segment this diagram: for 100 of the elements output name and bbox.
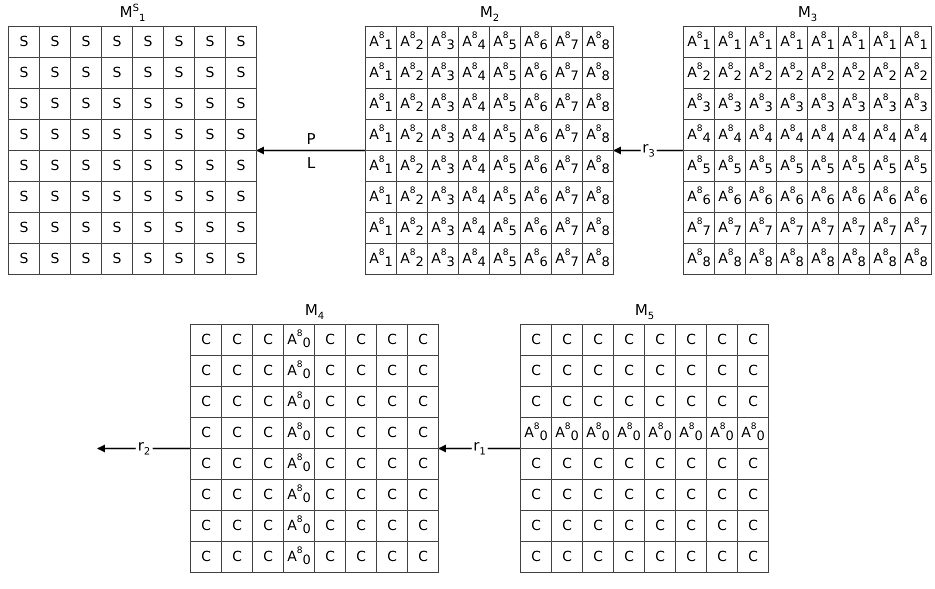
matrix-cell: S bbox=[40, 120, 70, 150]
matrix-cell: C bbox=[552, 510, 582, 542]
matrix-cell: C bbox=[376, 480, 408, 510]
matrix-title: M$_{2}$ bbox=[480, 2, 500, 22]
matrix-cell: C bbox=[376, 418, 408, 448]
matrix-cell: C bbox=[314, 418, 346, 448]
matrix-cell: C bbox=[582, 480, 614, 510]
matrix-cell: C bbox=[408, 386, 438, 418]
matrix-cell: C bbox=[552, 480, 582, 510]
matrix-cell: C bbox=[520, 386, 552, 418]
matrix-cell: S bbox=[8, 212, 40, 244]
matrix-cell: C bbox=[222, 418, 252, 448]
matrix-cell: S bbox=[102, 58, 132, 88]
matrix-cell: S bbox=[132, 182, 164, 212]
matrix-cell: C bbox=[644, 480, 676, 510]
matrix-cell: S bbox=[164, 120, 194, 150]
matrix-cell: C bbox=[614, 510, 644, 542]
matrix-cell: C bbox=[644, 448, 676, 480]
matrix-cell: C bbox=[738, 448, 768, 480]
matrix-title: M$_{4}$ bbox=[304, 300, 324, 320]
matrix-cell: C bbox=[738, 324, 768, 356]
matrix-cell: S bbox=[132, 120, 164, 150]
matrix-cell: S bbox=[8, 88, 40, 120]
matrix-cell: C bbox=[552, 386, 582, 418]
matrix-cell: C bbox=[520, 510, 552, 542]
matrix-cell: S bbox=[194, 150, 226, 182]
matrix-cell: C bbox=[582, 356, 614, 386]
matrix-cell: C bbox=[190, 480, 222, 510]
matrix-cell: S bbox=[164, 212, 194, 244]
matrix-cell: C bbox=[614, 386, 644, 418]
matrix-cell: S bbox=[8, 244, 40, 274]
matrix-cell: C bbox=[614, 480, 644, 510]
matrix-cell: S bbox=[226, 182, 256, 212]
matrix-cell: S bbox=[40, 212, 70, 244]
matrix-cell: C bbox=[676, 448, 706, 480]
matrix-cell: S bbox=[40, 150, 70, 182]
matrix-cell: S bbox=[8, 150, 40, 182]
matrix-cell: S bbox=[164, 26, 194, 58]
matrix-cell: S bbox=[8, 58, 40, 88]
matrix-cell: C bbox=[190, 356, 222, 386]
matrix-cell: S bbox=[102, 182, 132, 212]
matrix-cell: S bbox=[194, 182, 226, 212]
matrix-cell: C bbox=[346, 480, 376, 510]
matrix-cell: C bbox=[706, 480, 738, 510]
matrix-cell: C bbox=[190, 324, 222, 356]
matrix-cell: S bbox=[132, 212, 164, 244]
matrix-cell: C bbox=[706, 510, 738, 542]
matrix-cell: C bbox=[408, 510, 438, 542]
matrix-cell: S bbox=[132, 244, 164, 274]
matrix-cell: C bbox=[738, 386, 768, 418]
matrix-cell: C bbox=[614, 542, 644, 572]
matrix-cell: S bbox=[226, 150, 256, 182]
matrix-cell: S bbox=[40, 88, 70, 120]
matrix-cell: C bbox=[376, 510, 408, 542]
matrix-cell: S bbox=[164, 58, 194, 88]
matrix-cell: C bbox=[376, 448, 408, 480]
matrix-title: M$_{3}$ bbox=[798, 2, 818, 22]
matrix-cell: S bbox=[102, 150, 132, 182]
matrix-cell: S bbox=[70, 150, 102, 182]
matrix-cell: C bbox=[376, 324, 408, 356]
matrix-cell: S bbox=[70, 182, 102, 212]
matrix-cell: C bbox=[314, 448, 346, 480]
matrix-cell: C bbox=[706, 542, 738, 572]
matrix-cell: C bbox=[190, 448, 222, 480]
matrix-cell: C bbox=[314, 480, 346, 510]
matrix-cell: C bbox=[346, 324, 376, 356]
matrix-cell: S bbox=[40, 244, 70, 274]
matrix-cell: S bbox=[102, 212, 132, 244]
matrix-cell: S bbox=[70, 244, 102, 274]
matrix-cell: C bbox=[582, 324, 614, 356]
matrix-cell: C bbox=[408, 448, 438, 480]
matrix-cell: C bbox=[346, 510, 376, 542]
matrix-cell: C bbox=[222, 510, 252, 542]
matrix-cell: C bbox=[314, 386, 346, 418]
matrix-cell: S bbox=[194, 120, 226, 150]
matrix-cell: C bbox=[706, 448, 738, 480]
matrix-cell: C bbox=[252, 448, 284, 480]
matrix-cell: C bbox=[314, 510, 346, 542]
matrix-cell: C bbox=[376, 356, 408, 386]
matrix-cell: S bbox=[132, 150, 164, 182]
matrix-cell: C bbox=[376, 386, 408, 418]
matrix-cell: C bbox=[346, 542, 376, 572]
matrix-cell: C bbox=[676, 386, 706, 418]
matrix-cell: S bbox=[226, 26, 256, 58]
matrix-cell: S bbox=[8, 182, 40, 212]
matrix-cell: C bbox=[614, 448, 644, 480]
matrix-cell: C bbox=[314, 356, 346, 386]
matrix-cell: C bbox=[408, 418, 438, 448]
matrix-cell: C bbox=[644, 386, 676, 418]
matrix-cell: C bbox=[582, 448, 614, 480]
matrix-cell: C bbox=[222, 386, 252, 418]
matrix-cell: C bbox=[346, 356, 376, 386]
matrix-cell: S bbox=[164, 182, 194, 212]
matrix-cell: C bbox=[190, 510, 222, 542]
matrix-cell: C bbox=[552, 542, 582, 572]
matrix-cell: C bbox=[252, 418, 284, 448]
matrix-cell: S bbox=[194, 58, 226, 88]
matrix-cell: C bbox=[644, 356, 676, 386]
matrix-cell: C bbox=[552, 324, 582, 356]
matrix-cell: C bbox=[408, 480, 438, 510]
